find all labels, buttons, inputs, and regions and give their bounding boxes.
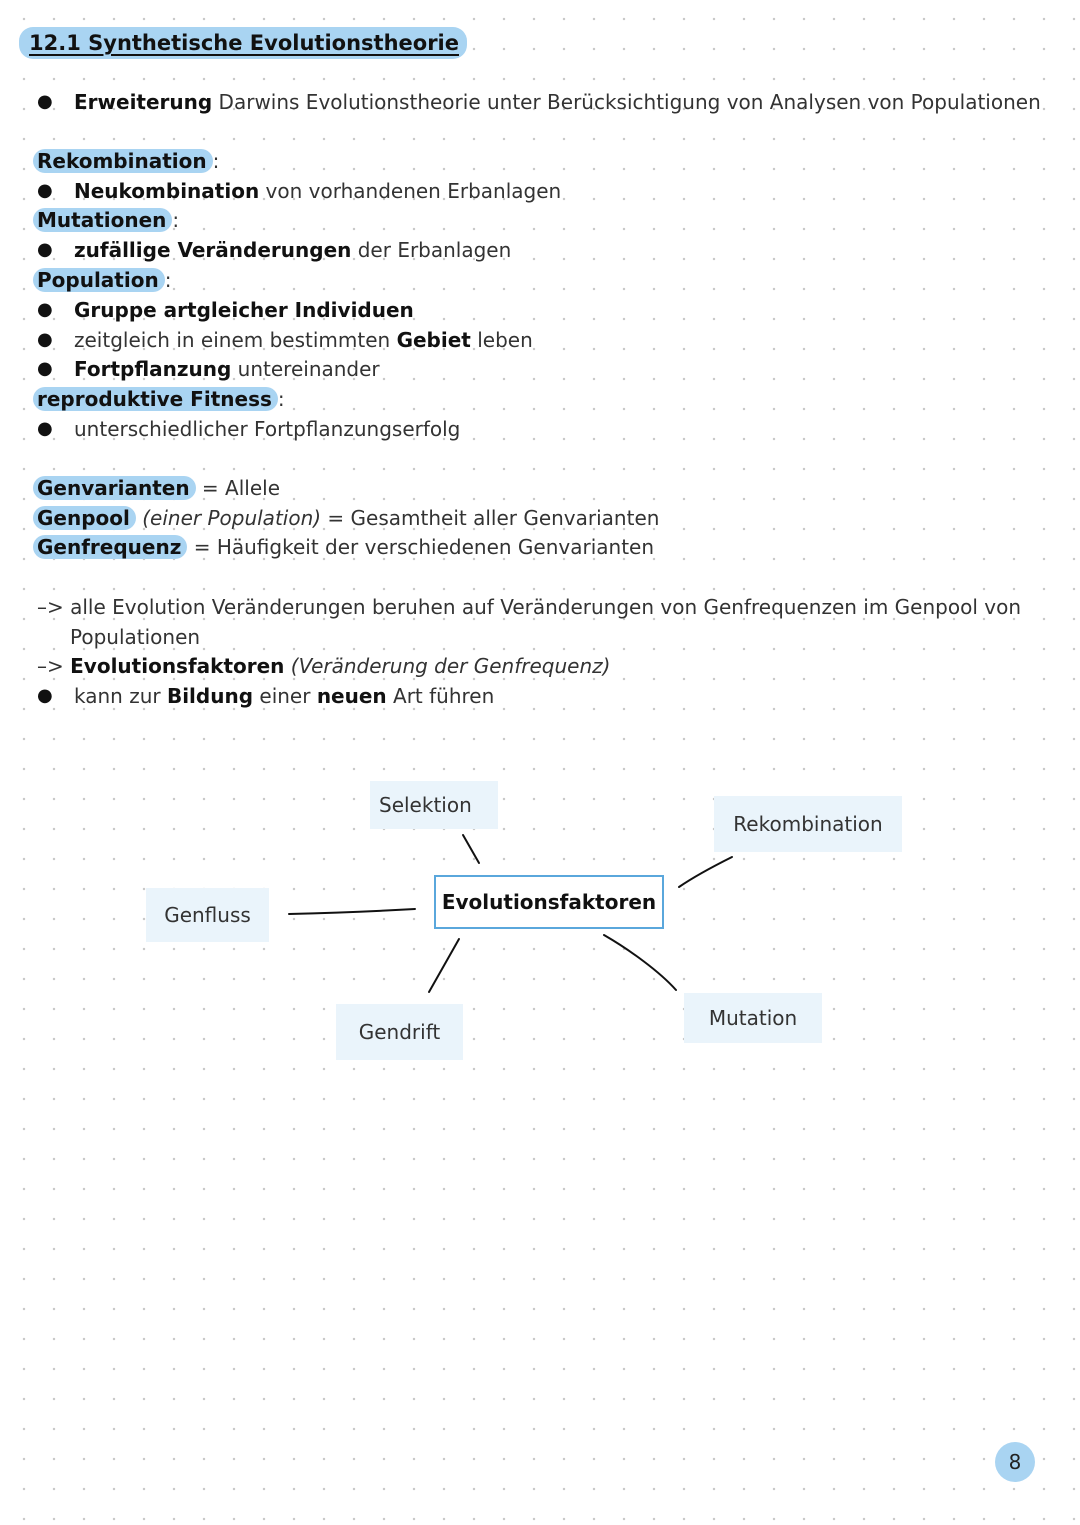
term-rekombination: Rekombination: bbox=[33, 146, 220, 176]
node-selektion: Selektion bbox=[370, 781, 498, 829]
connector-mutation bbox=[603, 934, 677, 991]
term-mutationen: Mutationen: bbox=[33, 205, 180, 235]
population-bullet-2: zeitgleich in einem bestimmten Gebiet le… bbox=[74, 325, 533, 355]
bold-text: Fortpflanzung bbox=[74, 357, 232, 381]
page-number-text: 8 bbox=[1008, 1450, 1022, 1474]
text: untereinander bbox=[231, 357, 380, 381]
term-label: Genpool bbox=[33, 506, 136, 530]
term-fitness: reproduktive Fitness: bbox=[33, 384, 285, 414]
node-label: Selektion bbox=[379, 793, 472, 817]
node-label: Evolutionsfaktoren bbox=[441, 890, 657, 914]
colon: : bbox=[277, 387, 285, 411]
bullet-icon: ● bbox=[37, 418, 53, 439]
node-label: Rekombination bbox=[733, 812, 883, 836]
text: = Allele bbox=[195, 476, 281, 500]
node-genfluss: Genfluss bbox=[146, 888, 269, 942]
text: unterschiedlicher Fortpflanzungserfolg bbox=[74, 417, 461, 441]
term-label: Genfrequenz bbox=[33, 535, 188, 559]
bold-text: Gebiet bbox=[396, 328, 471, 352]
text: der Erbanlagen bbox=[351, 238, 512, 262]
bold-text: Evolutionsfaktoren bbox=[70, 654, 285, 678]
term-population: Population: bbox=[33, 265, 172, 295]
connector-gendrift bbox=[428, 938, 460, 993]
population-bullet-1: Gruppe artgleicher Individuen bbox=[74, 295, 414, 325]
bold-text: Bildung bbox=[166, 684, 254, 708]
connector-genfluss bbox=[288, 908, 416, 915]
node-label: Mutation bbox=[708, 1006, 798, 1030]
colon: : bbox=[212, 149, 220, 173]
text: leben bbox=[470, 328, 533, 352]
text: = Häufigkeit der verschiedenen Genvarian… bbox=[187, 535, 655, 559]
conclusion-line-2: –> Evolutionsfaktoren (Veränderung der G… bbox=[37, 651, 610, 681]
genpool-line: Genpool (einer Population) = Gesamtheit … bbox=[33, 503, 660, 533]
italic-text: (Veränderung der Genfrequenz) bbox=[284, 654, 611, 678]
node-mutation: Mutation bbox=[684, 993, 822, 1043]
genfrequenz-line: Genfrequenz = Häufigkeit der verschieden… bbox=[33, 532, 655, 562]
bullet-icon: ● bbox=[37, 299, 53, 320]
bullet-icon: ● bbox=[37, 91, 53, 112]
conclusion-line-1: –> alle Evolution Veränderungen beruhen … bbox=[37, 595, 1021, 619]
node-rekombination: Rekombination bbox=[714, 796, 902, 852]
node-gendrift: Gendrift bbox=[336, 1004, 463, 1060]
intro-line: Erweiterung Darwins Evolutionstheorie un… bbox=[74, 87, 1041, 117]
page-title-text: 12.1 Synthetische Evolutionstheorie bbox=[29, 31, 459, 55]
mutationen-bullet: zufällige Veränderungen der Erbanlagen bbox=[74, 235, 511, 265]
fitness-bullet: unterschiedlicher Fortpflanzungserfolg bbox=[74, 414, 460, 444]
conclusion-line-1-cont: Populationen bbox=[70, 625, 201, 649]
term-label: Rekombination bbox=[33, 149, 213, 173]
bold-text: zufällige Veränderungen bbox=[74, 238, 352, 262]
term-label: Mutationen bbox=[33, 208, 173, 232]
bold-text: Neukombination bbox=[74, 179, 260, 203]
italic-text: (einer Population) bbox=[135, 506, 322, 530]
connector-selektion bbox=[462, 834, 480, 864]
bullet-icon: ● bbox=[37, 180, 53, 201]
node-evolutionsfaktoren: Evolutionsfaktoren bbox=[434, 875, 664, 929]
rekombination-bullet: Neukombination von vorhandenen Erbanlage… bbox=[74, 176, 561, 206]
text: einer bbox=[253, 684, 317, 708]
node-label: Gendrift bbox=[358, 1020, 441, 1044]
bullet-icon: ● bbox=[37, 358, 53, 379]
population-bullet-3: Fortpflanzung untereinander bbox=[74, 354, 380, 384]
text: zeitgleich in einem bestimmten bbox=[74, 328, 397, 352]
page-title: 12.1 Synthetische Evolutionstheorie bbox=[19, 27, 467, 59]
intro-bold: Erweiterung bbox=[74, 90, 213, 114]
node-label: Genfluss bbox=[164, 903, 251, 927]
page-number: 8 bbox=[995, 1442, 1035, 1482]
text: von vorhandenen Erbanlagen bbox=[259, 179, 562, 203]
text: Art führen bbox=[386, 684, 495, 708]
term-label: Genvarianten bbox=[33, 476, 196, 500]
intro-text: Darwins Evolutionstheorie unter Berücksi… bbox=[212, 90, 1041, 114]
bold-text: neuen bbox=[316, 684, 387, 708]
genvarianten-line: Genvarianten = Allele bbox=[33, 473, 281, 503]
connector-rekombination bbox=[678, 856, 733, 888]
term-label: Population bbox=[33, 268, 165, 292]
bold-text: Gruppe artgleicher Individuen bbox=[74, 298, 414, 322]
arrow-text: –> bbox=[37, 654, 71, 678]
bullet-icon: ● bbox=[37, 685, 53, 706]
bullet-icon: ● bbox=[37, 239, 53, 260]
colon: : bbox=[172, 208, 180, 232]
text: kann zur bbox=[74, 684, 167, 708]
conclusion-bullet: kann zur Bildung einer neuen Art führen bbox=[74, 681, 494, 711]
bullet-icon: ● bbox=[37, 329, 53, 350]
term-label: reproduktive Fitness bbox=[33, 387, 278, 411]
colon: : bbox=[164, 268, 172, 292]
text: = Gesamtheit aller Genvarianten bbox=[321, 506, 660, 530]
